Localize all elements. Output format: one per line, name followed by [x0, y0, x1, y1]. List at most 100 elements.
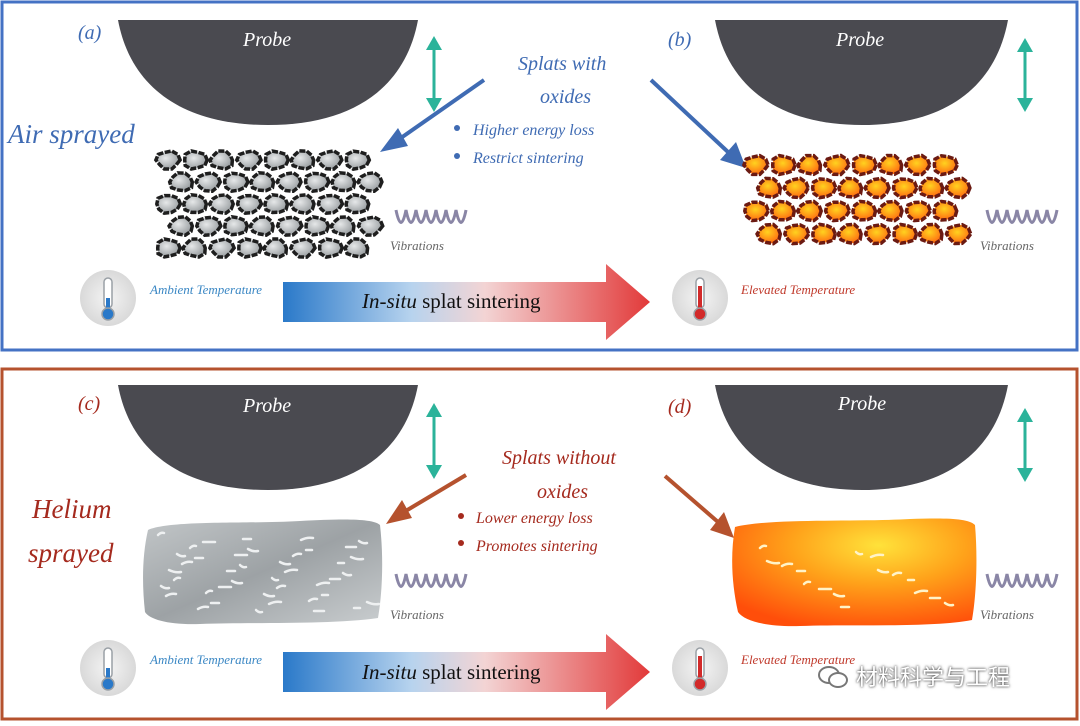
thermometer-hot-icon	[672, 270, 728, 326]
pore	[270, 576, 280, 582]
elevated-temperature-label-bottom: Elevated Temperature	[740, 652, 855, 667]
splat	[741, 153, 771, 177]
splat	[222, 171, 250, 194]
splat	[303, 171, 331, 194]
bullet-dot	[458, 540, 464, 546]
pore	[291, 552, 303, 558]
splat	[811, 222, 838, 245]
bullet-higher-energy-loss: Higher energy loss	[472, 122, 594, 139]
splat	[288, 192, 316, 216]
probe-label-c: Probe	[242, 395, 291, 417]
oscillation-arrow-c	[426, 403, 442, 479]
pore	[765, 559, 781, 565]
splat	[315, 149, 344, 171]
sintering-arrow-label-bottom: In-situ splat sintering	[361, 660, 541, 684]
pointer-arrow-to-d	[663, 474, 734, 538]
splat	[917, 222, 944, 246]
pore	[341, 571, 353, 577]
probe-shape-c	[118, 385, 418, 490]
splat	[288, 237, 317, 259]
splat	[289, 149, 316, 171]
splat	[208, 149, 235, 171]
vibrations-label-c: Vibrations	[390, 607, 444, 622]
probe-shape-d	[715, 385, 1008, 490]
splat	[742, 200, 771, 223]
splat	[249, 171, 276, 193]
panel-label-a: (a)	[78, 22, 102, 44]
splat	[237, 237, 264, 259]
splat	[796, 153, 823, 177]
thermometer-cold-icon	[80, 640, 136, 696]
splat	[822, 153, 851, 177]
pore	[854, 550, 864, 556]
splat	[261, 237, 289, 259]
bullet-dot	[458, 513, 464, 519]
splat	[782, 176, 811, 200]
splat	[836, 222, 863, 246]
pore	[758, 544, 768, 550]
splat	[263, 149, 291, 171]
splat	[851, 199, 878, 222]
splat	[263, 192, 290, 215]
probe-shape-a	[118, 20, 418, 125]
splat	[356, 215, 385, 237]
air-sprayed-title: Air sprayed	[6, 119, 135, 149]
pore	[254, 608, 264, 614]
splat	[903, 153, 932, 177]
splat	[892, 222, 919, 246]
oscillation-arrow-b	[1017, 38, 1033, 112]
splat	[194, 215, 223, 237]
thermometer-cold-icon	[80, 270, 136, 326]
splat	[223, 214, 250, 237]
splat	[330, 170, 357, 193]
splat	[876, 199, 904, 223]
splat	[863, 222, 892, 246]
splat	[932, 153, 960, 177]
vibration-wave-a	[394, 209, 468, 224]
splat	[944, 176, 972, 200]
pore	[164, 592, 178, 598]
callout-title-top-2: oxides	[540, 86, 591, 108]
pore	[943, 601, 955, 607]
splat	[344, 192, 371, 215]
splat	[795, 199, 824, 223]
pore	[267, 600, 283, 606]
unoxidized-splat-block	[143, 519, 383, 625]
panel-label-d: (d)	[668, 396, 692, 418]
splat	[329, 215, 356, 237]
sintered-splat-block	[732, 518, 977, 627]
pointer-arrow-to-b	[649, 78, 746, 168]
splat	[248, 215, 275, 237]
bullet-dot	[454, 153, 460, 159]
splat	[851, 153, 879, 177]
splat	[343, 237, 370, 259]
bullet-promotes-sintering: Promotes sintering	[475, 538, 598, 555]
probe-label-d: Probe	[837, 393, 886, 415]
helium-sprayed-title-2: sprayed	[28, 538, 114, 568]
pore	[307, 597, 319, 603]
splat	[194, 171, 223, 193]
bullet-lower-energy-loss: Lower energy loss	[475, 510, 593, 527]
splat	[755, 176, 783, 199]
splat	[181, 192, 209, 215]
callout-title-bottom-2: oxides	[537, 481, 588, 503]
splat	[180, 237, 207, 259]
splat	[944, 222, 973, 246]
splat	[207, 237, 237, 259]
pore	[238, 563, 248, 569]
splat	[207, 192, 236, 216]
probe-label-b: Probe	[835, 29, 884, 51]
pore	[275, 584, 287, 590]
splat	[918, 176, 945, 199]
splat	[167, 214, 195, 238]
wechat-logo-icon	[818, 664, 848, 688]
pore	[172, 576, 182, 582]
panel-label-c: (c)	[78, 393, 101, 415]
splat	[182, 149, 210, 171]
splat	[154, 193, 183, 216]
splat	[823, 200, 852, 223]
thermometer-hot-icon	[672, 640, 728, 696]
pore	[175, 552, 187, 558]
splat	[837, 176, 864, 199]
